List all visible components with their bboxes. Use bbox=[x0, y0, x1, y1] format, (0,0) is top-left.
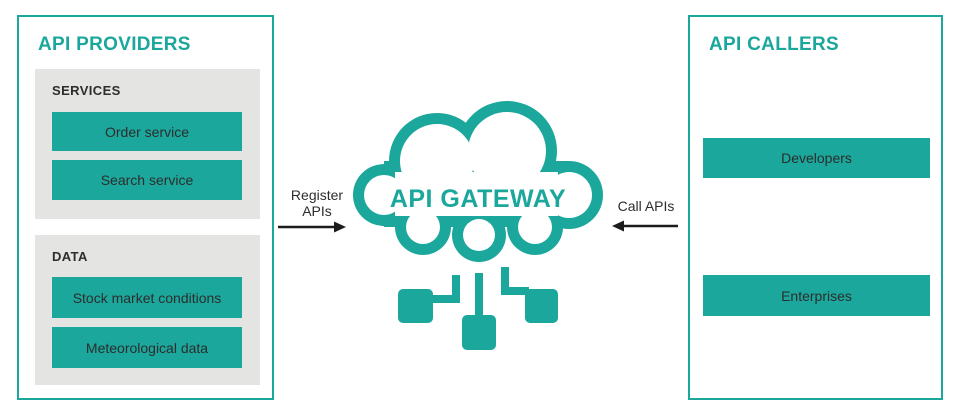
api-callers-panel: API CALLERS Developers Enterprises bbox=[688, 15, 943, 400]
stock-market-conditions-box: Stock market conditions bbox=[52, 277, 242, 318]
services-group-label: SERVICES bbox=[52, 83, 121, 98]
services-group: SERVICES Order service Search service bbox=[35, 69, 260, 219]
register-apis-label: Register APIs bbox=[281, 187, 353, 219]
call-arrow-icon bbox=[612, 220, 678, 232]
api-providers-panel: API PROVIDERS SERVICES Order service Sea… bbox=[17, 15, 274, 400]
register-arrow-icon bbox=[278, 221, 346, 233]
data-group-label: DATA bbox=[52, 249, 88, 264]
developers-box: Developers bbox=[703, 138, 930, 178]
meteorological-data-box: Meteorological data bbox=[52, 327, 242, 368]
call-apis-text: Call APIs bbox=[617, 198, 675, 214]
gateway-title: API GATEWAY bbox=[390, 185, 566, 213]
order-service-box: Order service bbox=[52, 112, 242, 151]
cloud-icon bbox=[353, 101, 603, 262]
network-nodes-icon bbox=[398, 267, 558, 350]
register-apis-line2: APIs bbox=[302, 203, 332, 219]
providers-panel-title: API PROVIDERS bbox=[38, 34, 191, 55]
data-group: DATA Stock market conditions Meteorologi… bbox=[35, 235, 260, 385]
enterprises-box: Enterprises bbox=[703, 275, 930, 316]
register-apis-line1: Register bbox=[290, 187, 344, 203]
api-gateway-cloud: API GATEWAY bbox=[353, 101, 603, 350]
call-apis-label: Call APIs bbox=[612, 198, 680, 214]
callers-panel-title: API CALLERS bbox=[709, 34, 839, 55]
search-service-box: Search service bbox=[52, 160, 242, 200]
